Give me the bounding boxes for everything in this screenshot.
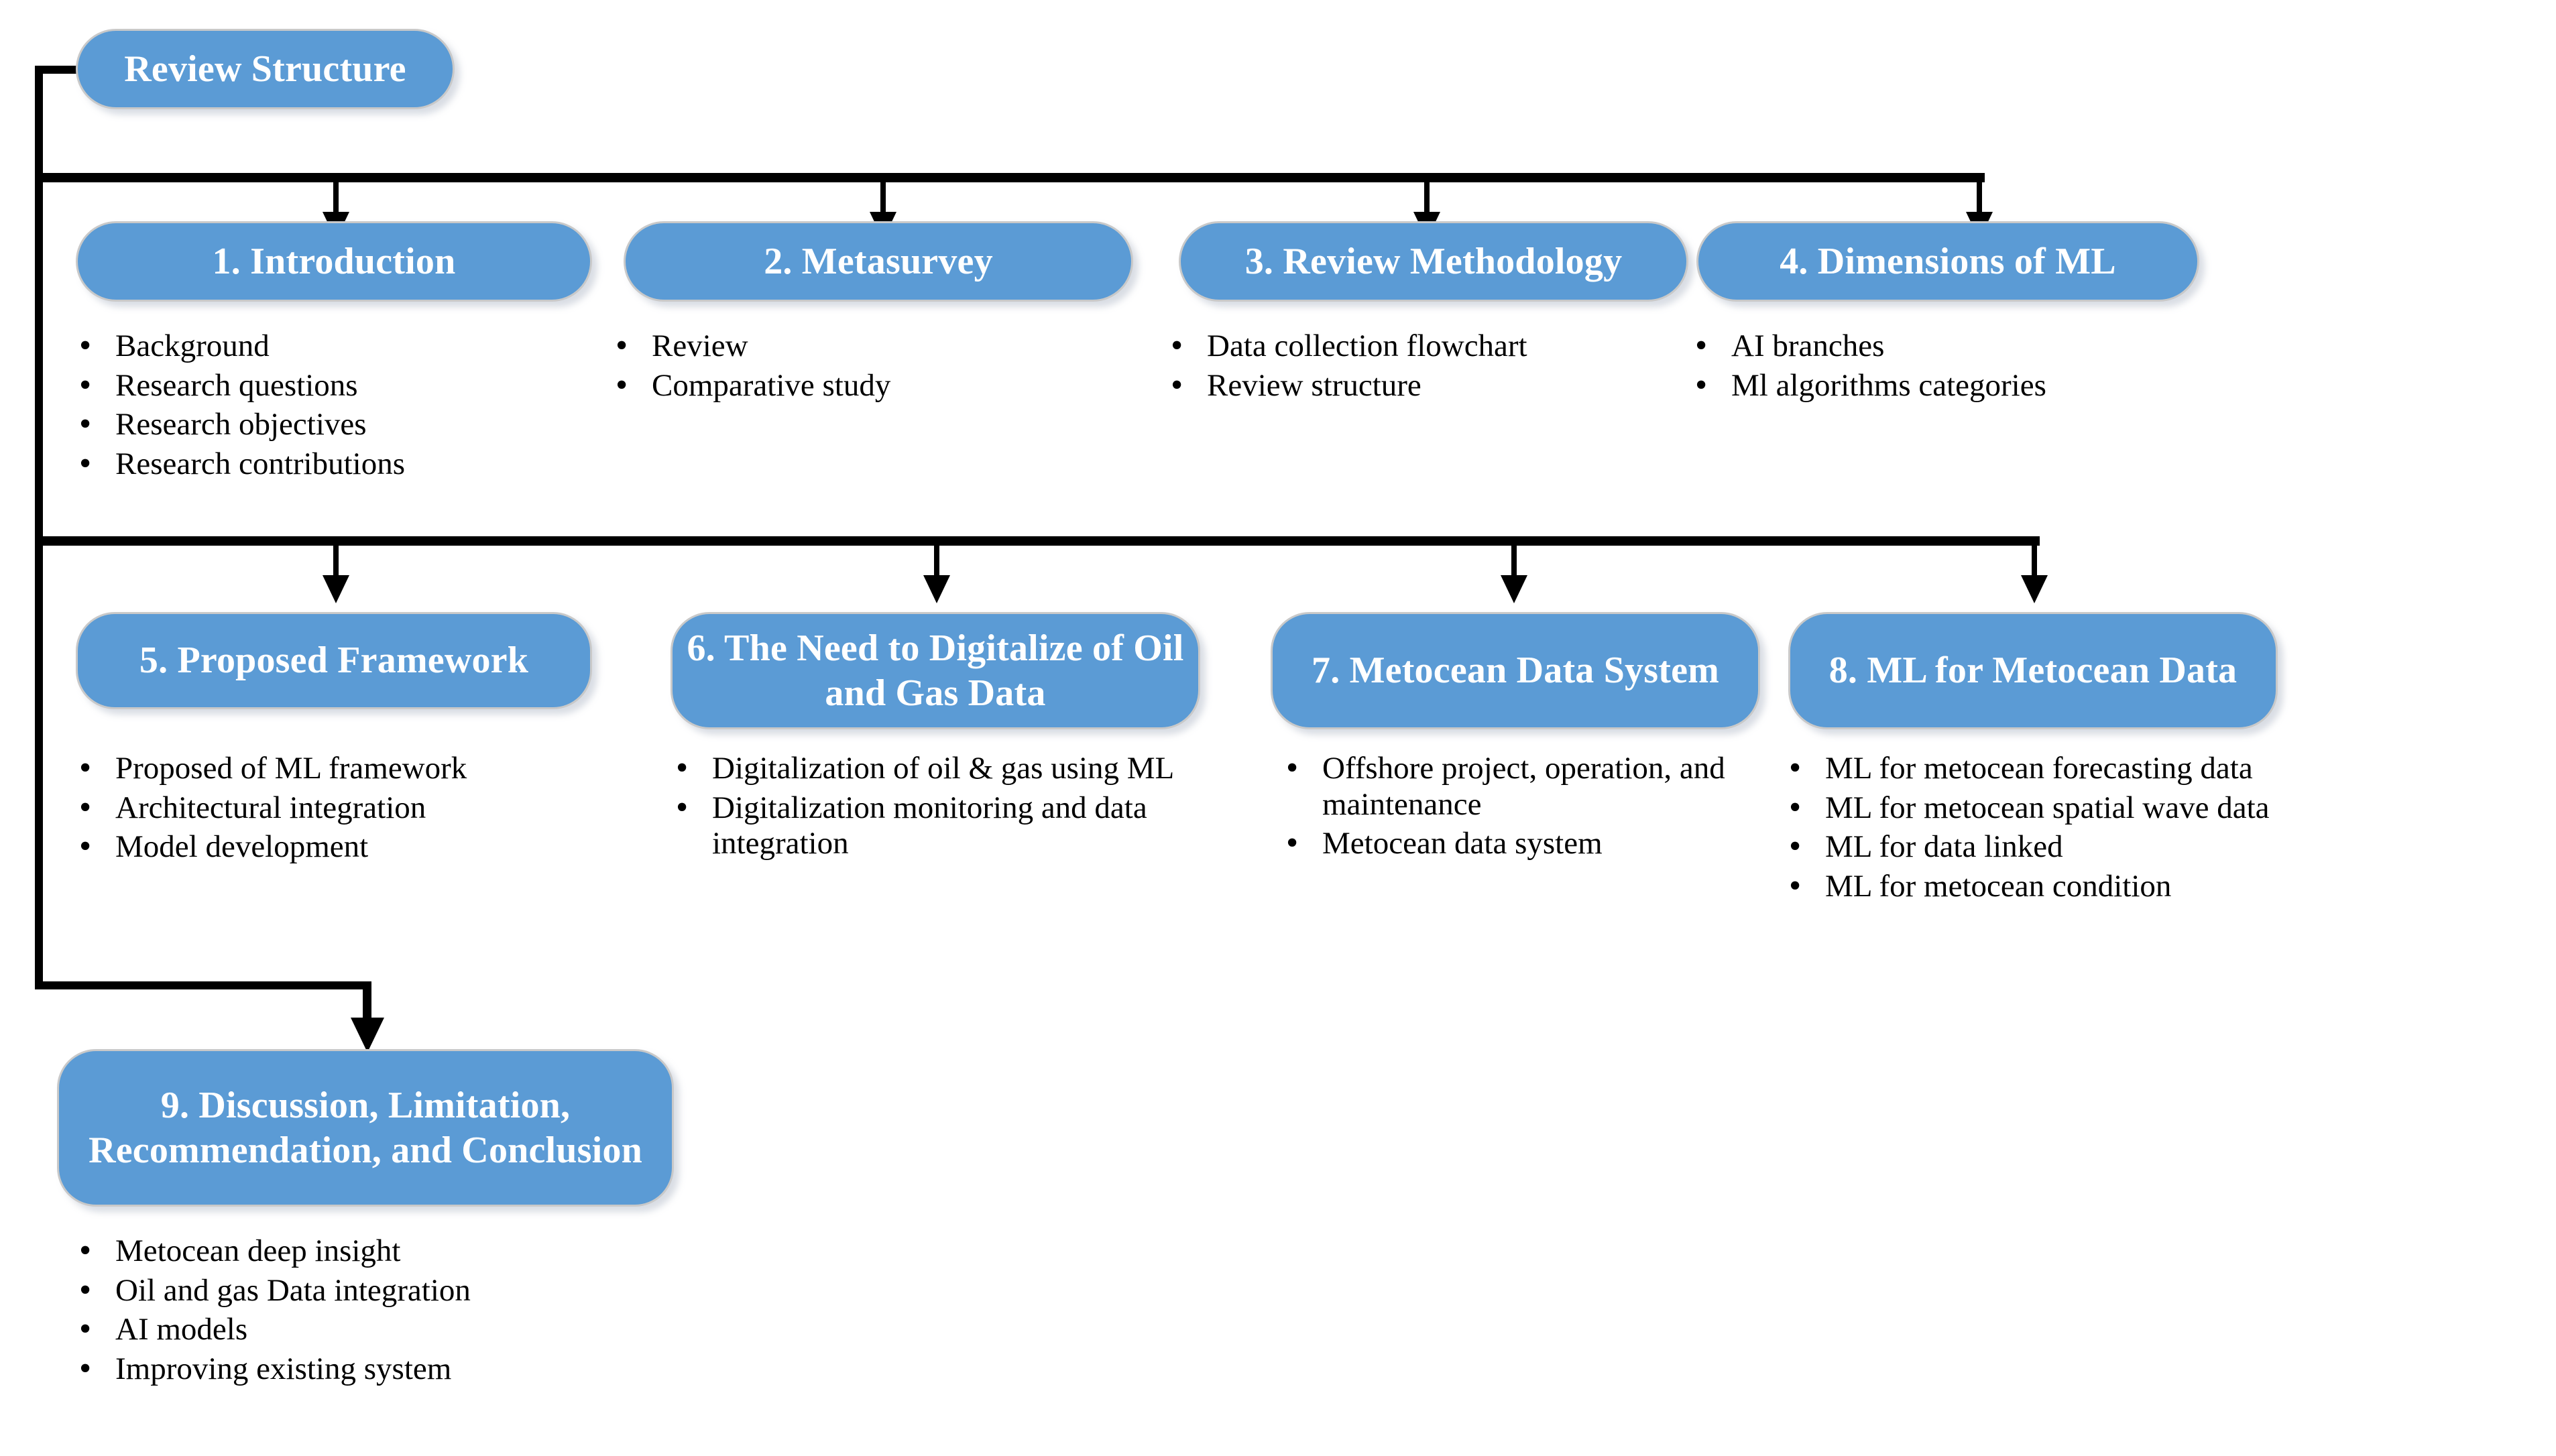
list-item: Architectural integration xyxy=(74,788,624,827)
connector-trunk-vertical xyxy=(35,66,43,989)
connector-bus-row2 xyxy=(35,536,2040,546)
bullets-2-metasurvey: Review Comparative study xyxy=(610,326,1140,407)
arrowhead-n5 xyxy=(323,575,349,603)
list-item: Research objectives xyxy=(74,404,603,444)
bullets-4-dimensions-of-ml: AI branches Ml algorithms categories xyxy=(1690,326,2293,407)
node-4-dimensions-of-ml[interactable]: 4. Dimensions of ML xyxy=(1696,221,2199,302)
list-item: AI branches xyxy=(1690,326,2293,365)
connector-drop-n2 xyxy=(880,173,886,215)
node-label: 9. Discussion, Limitation, Recommendatio… xyxy=(89,1085,642,1171)
node-label: 4. Dimensions of ML xyxy=(1780,240,2116,282)
bullets-1-introduction: Background Research questions Research o… xyxy=(74,326,603,485)
bullets-8-ml-for-metocean-data: ML for metocean forecasting data ML for … xyxy=(1784,748,2548,908)
node-5-proposed-framework[interactable]: 5. Proposed Framework xyxy=(76,612,592,709)
connector-bus-row3 xyxy=(35,981,371,989)
connector-drop-n7 xyxy=(1511,536,1517,578)
list-item: ML for data linked xyxy=(1784,827,2548,866)
node-2-metasurvey[interactable]: 2. Metasurvey xyxy=(624,221,1133,302)
arrowhead-n7 xyxy=(1501,575,1527,603)
node-9-discussion-conclusion[interactable]: 9. Discussion, Limitation, Recommendatio… xyxy=(57,1049,674,1207)
bullets-5-proposed-framework: Proposed of ML framework Architectural i… xyxy=(74,748,624,869)
node-review-structure[interactable]: Review Structure xyxy=(76,29,455,109)
bullets-3-review-methodology: Data collection flowchart Review structu… xyxy=(1165,326,1635,407)
node-7-metocean-data-system[interactable]: 7. Metocean Data System xyxy=(1271,612,1760,729)
list-item: Metocean deep insight xyxy=(74,1231,677,1270)
list-item: Review xyxy=(610,326,1140,365)
bullets-6-need-to-digitalize: Digitalization of oil & gas using ML Dig… xyxy=(671,748,1227,865)
list-item: Digitalization monitoring and data integ… xyxy=(671,788,1227,862)
node-label: 6. The Need to Digitalize of Oil and Gas… xyxy=(687,627,1184,714)
node-3-review-methodology[interactable]: 3. Review Methodology xyxy=(1179,221,1688,302)
list-item: Digitalization of oil & gas using ML xyxy=(671,748,1227,788)
list-item: Oil and gas Data integration xyxy=(74,1270,677,1310)
list-item: AI models xyxy=(74,1309,677,1349)
node-label: 5. Proposed Framework xyxy=(139,640,529,682)
list-item: Research contributions xyxy=(74,444,603,483)
node-label: 1. Introduction xyxy=(212,240,456,282)
connector-drop-n4 xyxy=(1977,173,1982,215)
list-item: Research questions xyxy=(74,365,603,405)
connector-drop-n1 xyxy=(333,173,339,215)
list-item: Offshore project, operation, and mainten… xyxy=(1281,748,1750,823)
node-label: 8. ML for Metocean Data xyxy=(1828,650,2238,692)
list-item: Ml algorithms categories xyxy=(1690,365,2293,405)
connector-drop-n6 xyxy=(934,536,939,578)
node-label: 2. Metasurvey xyxy=(764,240,993,282)
node-label: 3. Review Methodology xyxy=(1244,240,1623,282)
list-item: Metocean data system xyxy=(1281,823,1750,863)
list-item: Review structure xyxy=(1165,365,1635,405)
bullets-9-discussion-conclusion: Metocean deep insight Oil and gas Data i… xyxy=(74,1231,677,1390)
list-item: Comparative study xyxy=(610,365,1140,405)
list-item: ML for metocean condition xyxy=(1784,866,2548,906)
arrowhead-n9 xyxy=(351,1018,384,1052)
node-6-need-to-digitalize[interactable]: 6. The Need to Digitalize of Oil and Gas… xyxy=(671,612,1200,729)
list-item: Proposed of ML framework xyxy=(74,748,624,788)
node-label: Review Structure xyxy=(124,48,406,90)
connector-drop-n8 xyxy=(2032,536,2037,578)
list-item: Background xyxy=(74,326,603,365)
list-item: Data collection flowchart xyxy=(1165,326,1635,365)
list-item: Improving existing system xyxy=(74,1349,677,1388)
node-label: 7. Metocean Data System xyxy=(1312,650,1719,692)
list-item: ML for metocean forecasting data xyxy=(1784,748,2548,788)
arrowhead-n6 xyxy=(923,575,950,603)
node-8-ml-for-metocean-data[interactable]: 8. ML for Metocean Data xyxy=(1788,612,2278,729)
connector-drop-n3 xyxy=(1424,173,1430,221)
list-item: ML for metocean spatial wave data xyxy=(1784,788,2548,827)
connector-bus-row1 xyxy=(35,173,1985,182)
connector-root-stub xyxy=(35,66,80,74)
connector-drop-n5 xyxy=(333,536,339,578)
bullets-7-metocean-data-system: Offshore project, operation, and mainten… xyxy=(1281,748,1750,865)
arrowhead-n8 xyxy=(2021,575,2048,603)
node-1-introduction[interactable]: 1. Introduction xyxy=(76,221,592,302)
list-item: Model development xyxy=(74,827,624,866)
